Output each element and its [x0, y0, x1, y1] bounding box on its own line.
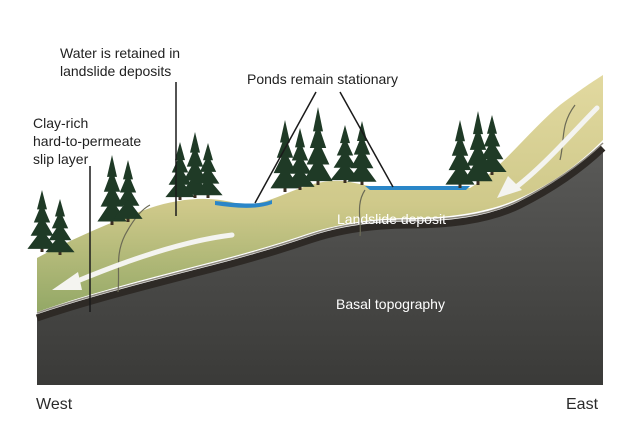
label-basal-topography: Basal topography: [336, 295, 445, 313]
label-clay-layer: Clay-rich hard-to-permeate slip layer: [33, 114, 141, 168]
label-ponds: Ponds remain stationary: [247, 70, 398, 88]
label-east: East: [566, 395, 598, 415]
label-line: hard-to-permeate: [33, 133, 142, 149]
conifer-tree-icon: [27, 190, 57, 252]
label-east-text: East: [566, 396, 599, 413]
leader-line: [254, 91, 317, 204]
pond: [365, 186, 470, 190]
label-line: landslide deposits: [60, 63, 172, 79]
bedrock-layer: [37, 148, 603, 385]
pond: [215, 200, 272, 208]
conifer-tree-icon: [477, 115, 507, 175]
label-line: Clay-rich: [33, 115, 89, 131]
label-west-text: West: [36, 396, 73, 413]
flow-arrow-icon: [512, 105, 600, 191]
conifer-tree-icon: [193, 143, 223, 198]
conifer-tree-icon: [285, 128, 315, 190]
landslide-deposit-layer: [37, 75, 603, 312]
deposit-crack: [559, 104, 576, 161]
flow-arrow-icon: [72, 232, 235, 285]
label-landslide-deposit-text: Landslide deposit: [337, 211, 446, 227]
conifer-tree-icon: [45, 199, 75, 255]
label-basal-topography-text: Basal topography: [336, 296, 445, 312]
slip-layer-highlight: [36, 142, 604, 314]
label-ponds-text: Ponds remain stationary: [247, 71, 398, 87]
trees-group: [27, 107, 507, 255]
conifer-tree-icon: [113, 160, 143, 222]
label-landslide-deposit: Landslide deposit: [337, 210, 446, 228]
label-west: West: [36, 395, 72, 415]
conifer-tree-icon: [347, 121, 377, 185]
flow-arrow-head: [52, 272, 82, 290]
label-line: slip layer: [33, 151, 89, 167]
leader-line: [339, 91, 394, 188]
conifer-tree-icon: [463, 111, 493, 185]
conifer-tree-icon: [303, 107, 333, 185]
label-water-retained: Water is retained in landslide deposits: [60, 44, 180, 80]
slip-layer: [35, 145, 606, 322]
deposit-crack: [358, 189, 366, 237]
deposit-crack: [117, 204, 151, 293]
label-line: Water is retained in: [60, 45, 181, 61]
flow-arrow-head: [497, 176, 522, 198]
